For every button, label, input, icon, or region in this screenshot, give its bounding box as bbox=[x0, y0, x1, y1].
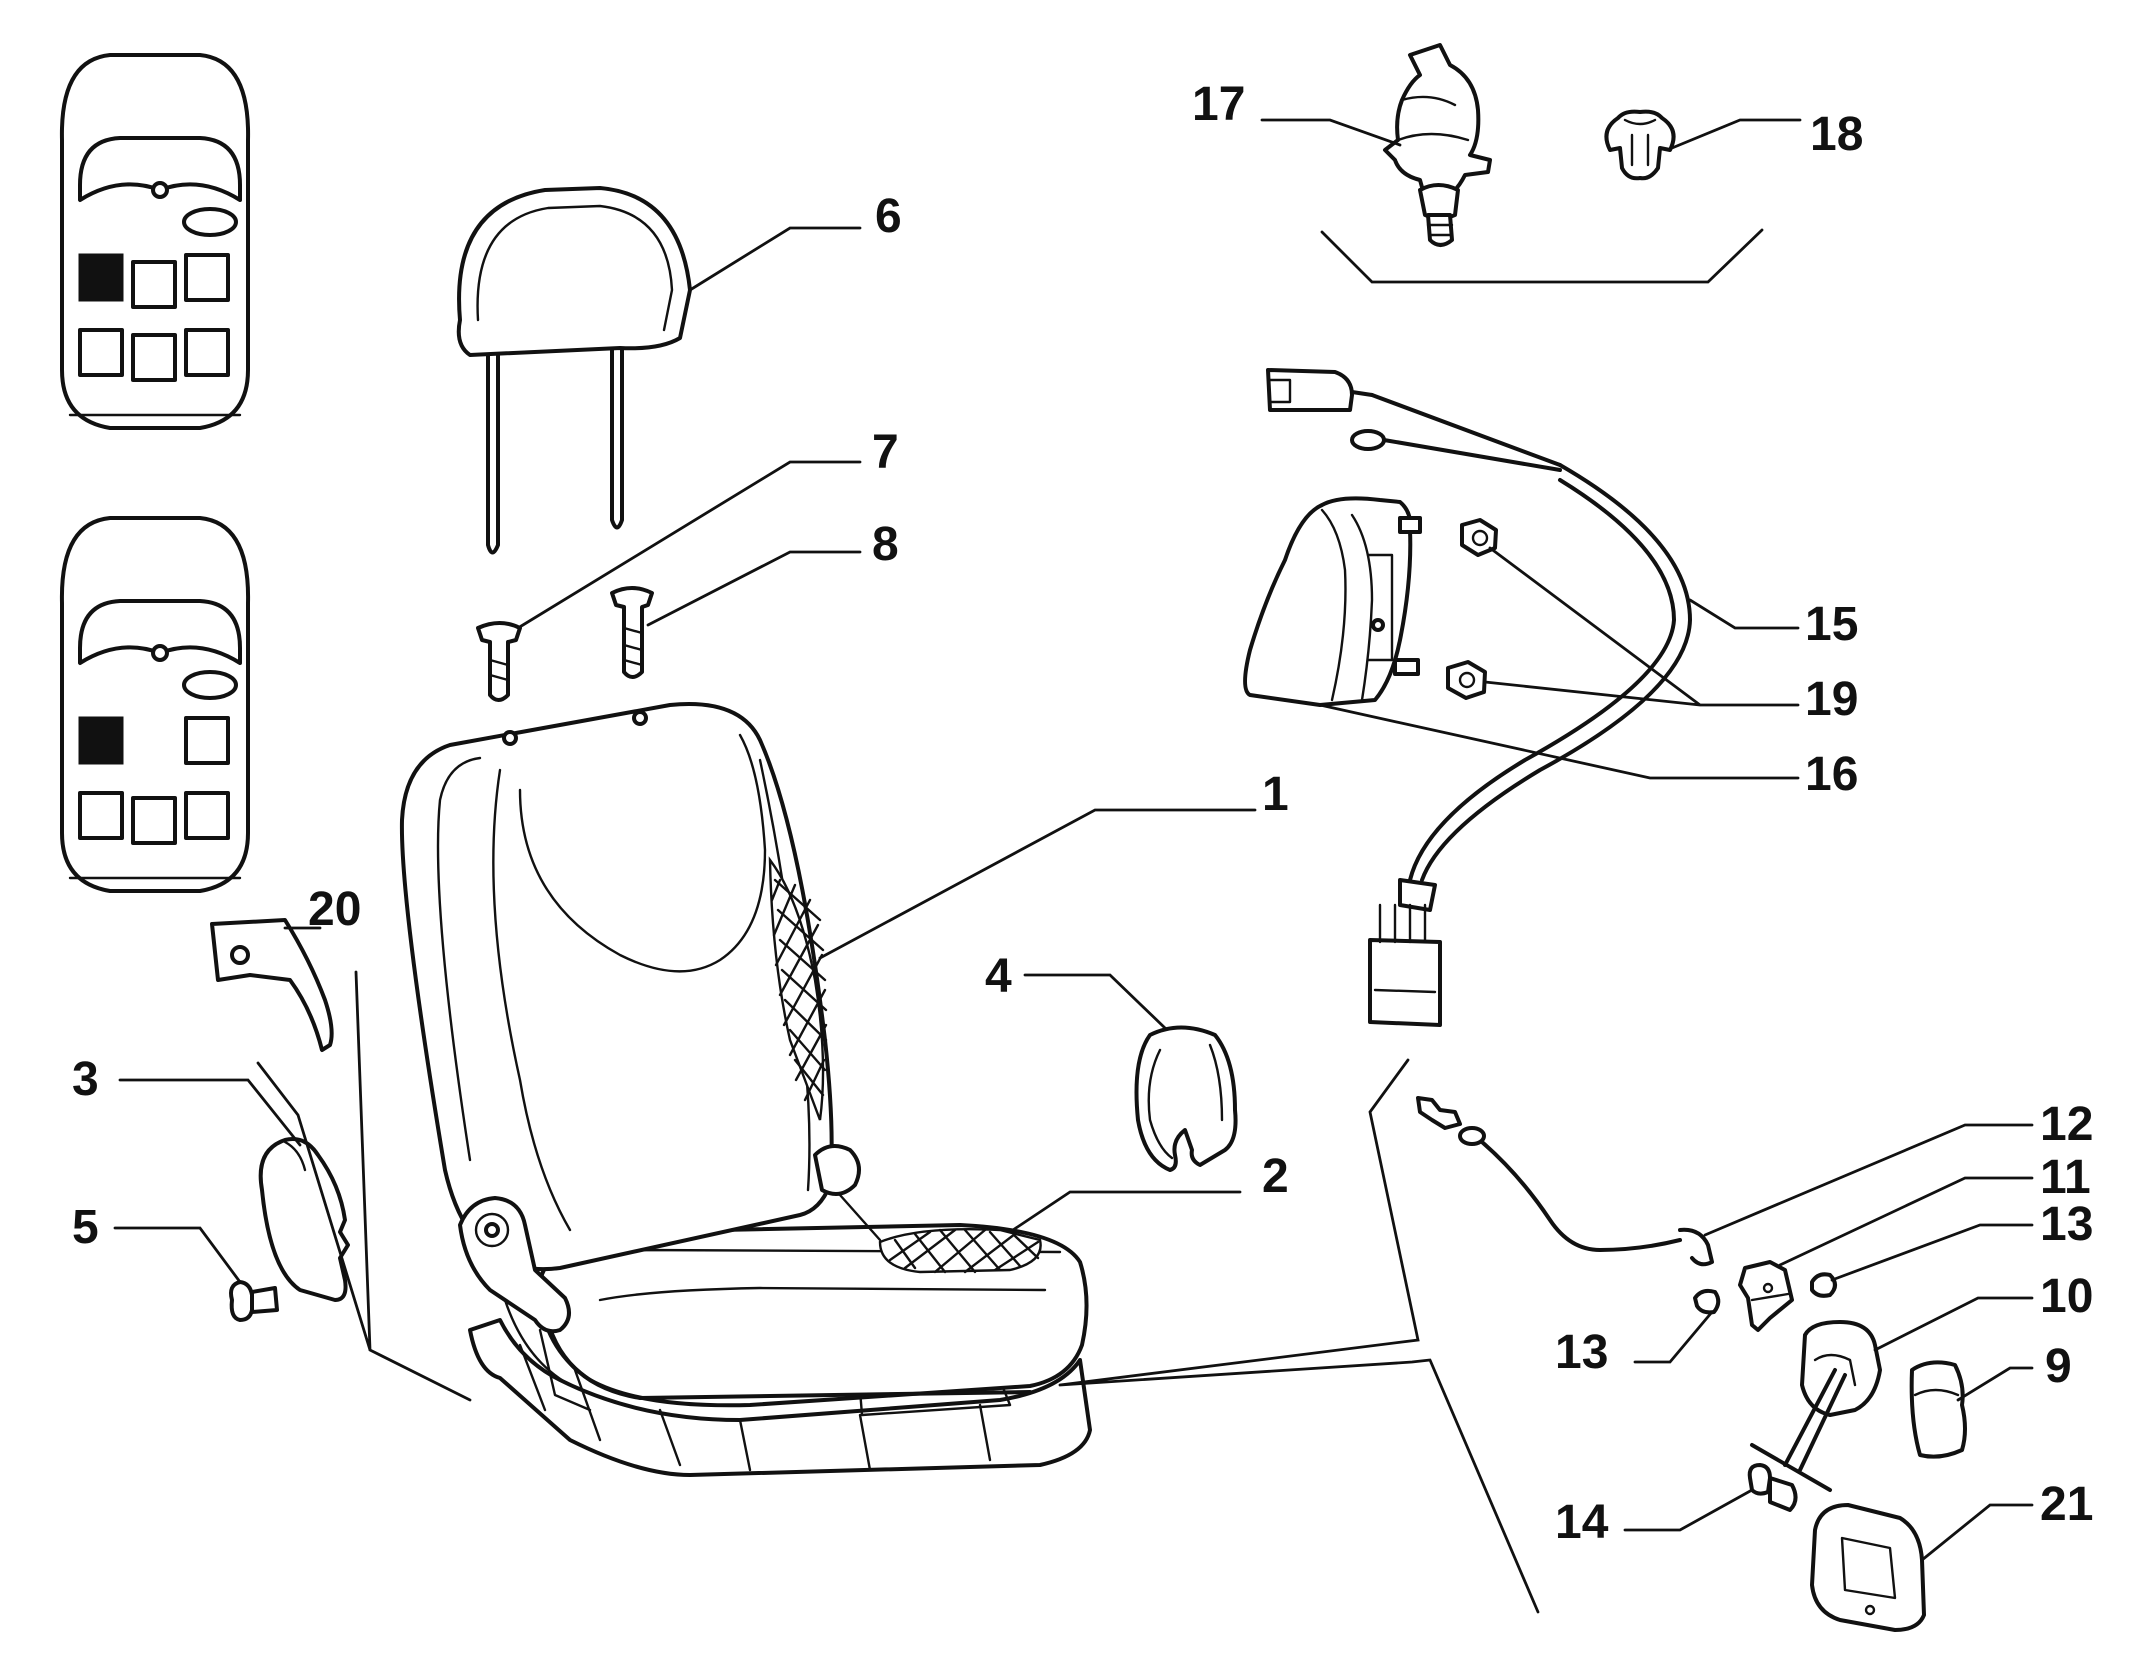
headrest-guide-8 bbox=[610, 586, 654, 679]
headrest bbox=[456, 186, 692, 555]
callout-11: 11 bbox=[2040, 1151, 2091, 1204]
group-bracket-17-18 bbox=[1320, 228, 1764, 284]
callout-9: 9 bbox=[2045, 1340, 2072, 1393]
clip-17 bbox=[1383, 43, 1492, 247]
callout-labels: 1 2 3 4 5 6 7 8 9 10 11 12 13 13 14 15 1… bbox=[72, 78, 2093, 1549]
recliner-mechanism bbox=[458, 1144, 882, 1334]
callout-19: 19 bbox=[1805, 673, 1858, 726]
cable-12 bbox=[1416, 1096, 1714, 1267]
seat-back bbox=[399, 702, 834, 1272]
callout-3: 3 bbox=[72, 1053, 99, 1106]
callout-7: 7 bbox=[872, 426, 899, 479]
callout-10: 10 bbox=[2040, 1270, 2093, 1323]
airbag-module-16 bbox=[1243, 496, 1422, 707]
callout-18: 18 bbox=[1810, 108, 1863, 161]
headrest-guide-7 bbox=[476, 621, 522, 702]
callout-17: 17 bbox=[1192, 78, 1245, 131]
leader-lines bbox=[113, 118, 2034, 1614]
cap-13-left bbox=[1693, 1288, 1721, 1315]
screw-14 bbox=[1747, 1463, 1798, 1512]
knob-9 bbox=[1909, 1360, 1967, 1459]
wiring-harness-15 bbox=[1266, 368, 1692, 1027]
callout-16: 16 bbox=[1805, 748, 1858, 801]
seat-frame-base bbox=[468, 1298, 1092, 1477]
cap-13-right bbox=[1810, 1272, 1837, 1298]
nut-19-upper bbox=[1460, 518, 1498, 557]
clamp-4 bbox=[1134, 1025, 1238, 1172]
callout-21: 21 bbox=[2040, 1478, 2093, 1531]
vehicle-seat-position-icon-top bbox=[59, 53, 251, 430]
lever-10 bbox=[1750, 1320, 1882, 1492]
callout-1: 1 bbox=[1262, 768, 1289, 821]
callout-8: 8 bbox=[872, 518, 899, 571]
push-clip-18 bbox=[1604, 109, 1676, 181]
callout-15: 15 bbox=[1805, 598, 1858, 651]
callout-13-left: 13 bbox=[1555, 1326, 1608, 1379]
bezel-21 bbox=[1810, 1503, 1926, 1632]
vehicle-seat-position-icon-bottom bbox=[59, 516, 251, 893]
callout-6: 6 bbox=[875, 190, 902, 243]
screw-5 bbox=[229, 1280, 279, 1322]
side-cover-3 bbox=[258, 1137, 350, 1302]
callout-12: 12 bbox=[2040, 1098, 2093, 1151]
callout-2: 2 bbox=[1262, 1150, 1289, 1203]
bracket-20 bbox=[210, 918, 334, 1052]
nut-19-lower bbox=[1446, 660, 1487, 700]
callout-5: 5 bbox=[72, 1201, 99, 1254]
callout-20: 20 bbox=[308, 883, 361, 936]
callout-4: 4 bbox=[985, 950, 1012, 1003]
callout-13-right: 13 bbox=[2040, 1198, 2093, 1251]
callout-14: 14 bbox=[1555, 1496, 1609, 1549]
seat-cushion bbox=[537, 1223, 1089, 1408]
bracket-11 bbox=[1738, 1260, 1794, 1332]
